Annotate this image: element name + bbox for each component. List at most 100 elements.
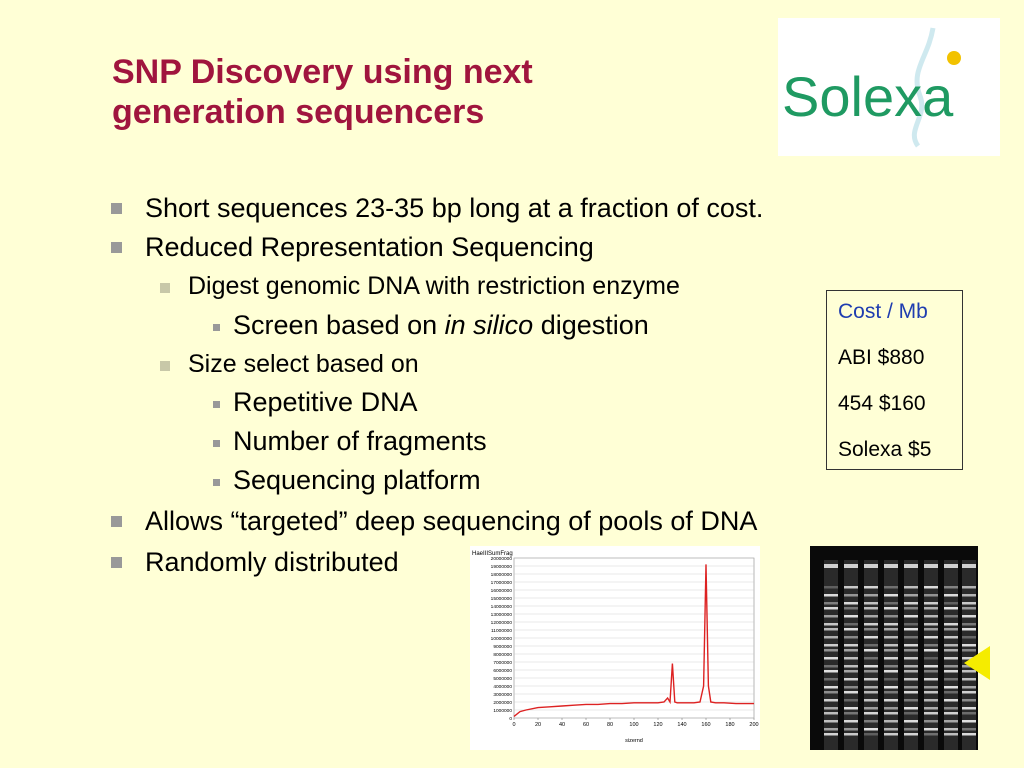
gel-band: [944, 665, 958, 668]
gel-band: [864, 678, 878, 681]
gel-band: [904, 586, 918, 589]
bullet-4-text: Randomly distributed: [145, 547, 399, 577]
gel-band: [904, 699, 918, 702]
gel-band: [844, 594, 858, 597]
bullet-square-icon: [111, 516, 122, 527]
fragment-size-chart: HaeIIISumFrag010000002000000300000040000…: [472, 551, 759, 744]
gel-band: [824, 636, 838, 639]
gel-band: [944, 699, 958, 702]
gel-band: [904, 670, 918, 673]
y-tick-label: 0: [509, 716, 512, 722]
gel-band: [962, 602, 976, 605]
gel-band: [864, 720, 878, 723]
bullet-2-2: Size select based on: [160, 349, 419, 379]
gel-band: [924, 644, 938, 647]
gel-band: [864, 728, 878, 731]
gel-band: [924, 594, 938, 597]
gel-band: [884, 636, 898, 639]
bullet-square-icon: [111, 557, 122, 568]
gel-band: [924, 623, 938, 626]
gel-lane: [844, 560, 858, 750]
gel-band: [904, 623, 918, 626]
gel-band: [904, 644, 918, 647]
gel-band: [864, 628, 878, 631]
gel-band: [844, 720, 858, 723]
y-tick-label: 6000000: [493, 668, 512, 674]
gel-band: [962, 623, 976, 626]
gel-band: [844, 670, 858, 673]
gel-band: [944, 636, 958, 639]
gel-band: [844, 691, 858, 694]
gel-band: [864, 665, 878, 668]
y-tick-label: 15000000: [491, 596, 513, 602]
y-tick-label: 11000000: [491, 628, 512, 634]
cost-box-header: Cost / Mb: [838, 300, 928, 323]
gel-band: [864, 602, 878, 605]
y-tick-label: 16000000: [491, 588, 513, 594]
gel-band: [962, 636, 976, 639]
y-tick-label: 7000000: [493, 660, 512, 666]
gel-band: [944, 691, 958, 694]
bullet-3: Allows “targeted” deep sequencing of poo…: [111, 505, 757, 537]
y-tick-label: 10000000: [491, 636, 513, 642]
gel-band: [844, 707, 858, 710]
solexa-logo: Solexa: [778, 18, 1000, 156]
gel-band: [962, 686, 976, 689]
gel-band: [924, 728, 938, 731]
gel-band: [962, 678, 976, 681]
gel-band: [924, 586, 938, 589]
gel-image: [810, 546, 978, 750]
gel-band: [864, 691, 878, 694]
x-tick-label: 200: [749, 722, 758, 728]
solexa-logo-text: Solexa: [782, 65, 954, 128]
gel-well: [962, 564, 976, 568]
x-tick-label: 140: [677, 722, 686, 728]
gel-band: [824, 623, 838, 626]
slide-title-line1: SNP Discovery using next: [112, 53, 533, 91]
bullet-square-icon: [111, 203, 122, 214]
gel-band: [924, 707, 938, 710]
gel-band: [844, 686, 858, 689]
gel-band: [924, 670, 938, 673]
gel-band: [844, 636, 858, 639]
gel-band: [864, 657, 878, 660]
gel-band: [884, 691, 898, 694]
slide-title-line2: generation sequencers: [112, 93, 485, 131]
gel-band: [864, 670, 878, 673]
gel-band: [962, 670, 976, 673]
x-tick-label: 120: [653, 722, 662, 728]
gel-band: [884, 623, 898, 626]
gel-band: [944, 649, 958, 652]
cost-row-abi: ABI $880: [838, 346, 925, 369]
gel-band: [924, 720, 938, 723]
gel-band: [962, 699, 976, 702]
gel-band: [904, 686, 918, 689]
gel-band: [944, 615, 958, 618]
gel-band: [962, 712, 976, 715]
bullet-2-1-text: Digest genomic DNA with restriction enzy…: [188, 272, 680, 300]
gel-band: [844, 615, 858, 618]
gel-band: [824, 602, 838, 605]
gel-band: [962, 649, 976, 652]
bullet-2-2-1: Repetitive DNA: [213, 386, 418, 418]
gel-well: [944, 564, 958, 568]
gel-band: [904, 678, 918, 681]
gel-band: [962, 628, 976, 631]
gel-band: [944, 644, 958, 647]
gel-band: [824, 607, 838, 610]
gel-band: [884, 602, 898, 605]
gel-band: [884, 720, 898, 723]
gel-well: [884, 564, 898, 568]
gel-band: [844, 602, 858, 605]
x-tick-label: 60: [583, 722, 589, 728]
gel-band: [962, 707, 976, 710]
gel-band: [962, 607, 976, 610]
gel-band: [904, 733, 918, 736]
gel-band: [904, 649, 918, 652]
gel-band: [884, 707, 898, 710]
gel-band: [962, 691, 976, 694]
bullet-2-2-3-text: Sequencing platform: [233, 465, 481, 495]
gel-well: [904, 564, 918, 568]
gel-band: [944, 586, 958, 589]
gel-band: [884, 586, 898, 589]
